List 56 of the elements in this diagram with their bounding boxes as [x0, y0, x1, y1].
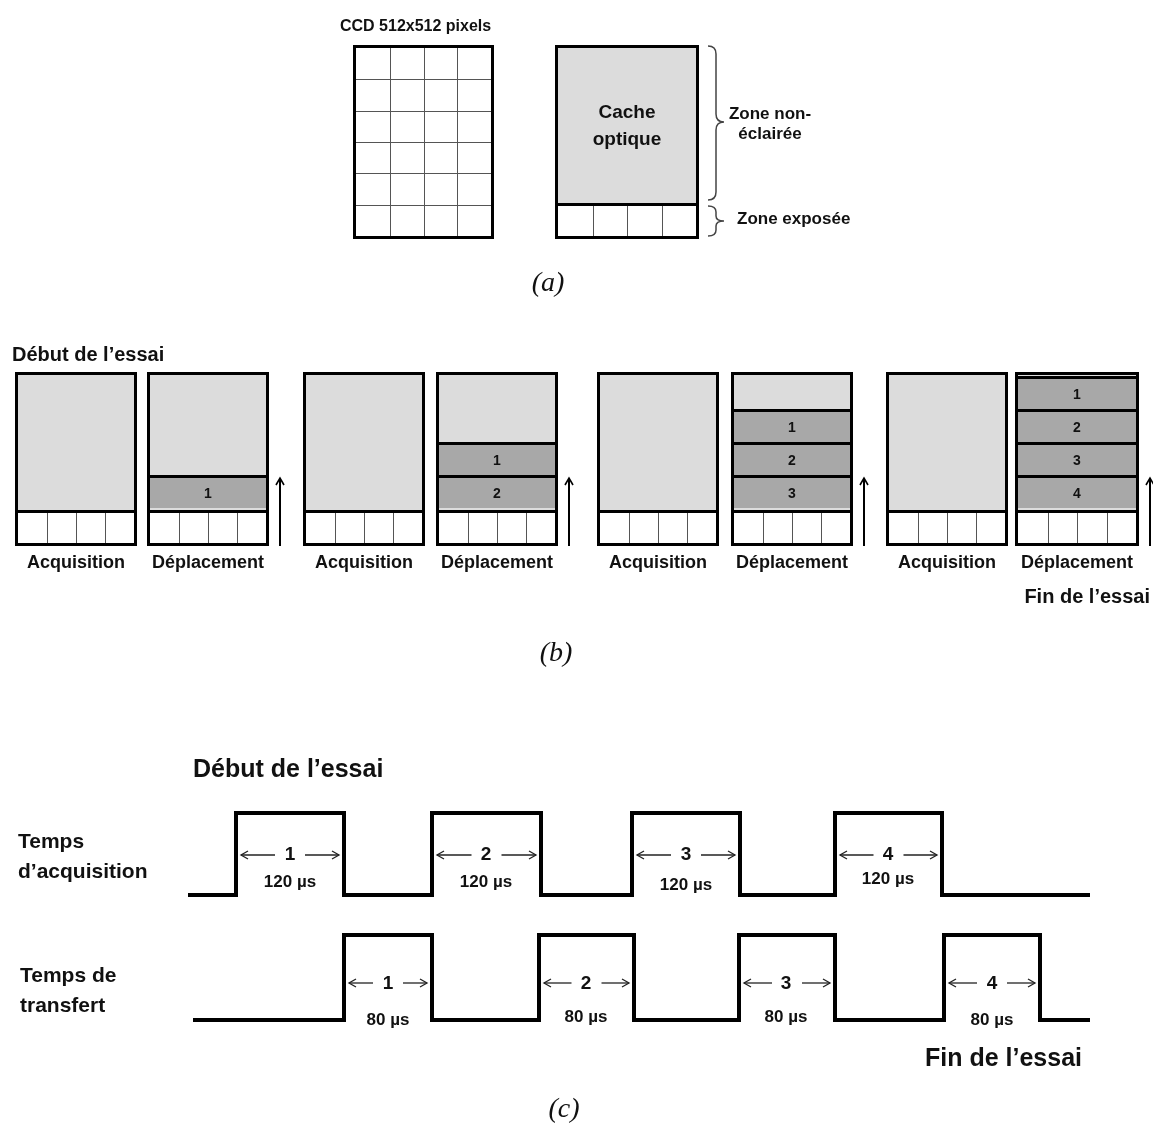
- numbered-band: 3: [734, 475, 850, 508]
- duration-label: 120 µs: [263, 872, 317, 892]
- sensor-frame: [555, 45, 699, 239]
- duration-label: 120 µs: [861, 869, 915, 889]
- panel-caption: (b): [539, 636, 573, 668]
- event-label: Fin de l’essai: [925, 1043, 1082, 1072]
- panel-caption: (c): [548, 1092, 580, 1124]
- step-label: Déplacement: [1021, 552, 1133, 573]
- duration-label: 80 µs: [764, 1007, 808, 1027]
- duration-label: 80 µs: [564, 1007, 608, 1027]
- step-label: Déplacement: [736, 552, 848, 573]
- numbered-band: 1: [734, 409, 850, 442]
- pulse-number: 4: [882, 843, 894, 865]
- signal-label: Temps de transfert: [20, 962, 118, 1019]
- sensor-frame: [597, 372, 719, 546]
- pulse-number: 4: [986, 972, 998, 994]
- pulse-number: 2: [480, 843, 492, 865]
- step-label: Acquisition: [27, 552, 125, 573]
- numbered-band: 3: [1018, 442, 1136, 475]
- event-label: Fin de l’essai: [1024, 585, 1150, 608]
- numbered-band: 2: [734, 442, 850, 475]
- step-label: Déplacement: [441, 552, 553, 573]
- numbered-band: 4: [1018, 475, 1136, 508]
- pulse-number: 3: [680, 843, 692, 865]
- step-label: Acquisition: [898, 552, 996, 573]
- duration-label: 120 µs: [459, 872, 513, 892]
- signal-label: Temps d’acquisition: [18, 828, 149, 885]
- sensor-frame: [147, 372, 269, 546]
- pulse-number: 1: [284, 843, 296, 865]
- pixel-grid: [353, 45, 494, 239]
- zone-label: Zone non-éclairée: [727, 104, 813, 144]
- pulse-number: 1: [382, 972, 394, 994]
- pulse-number: 3: [780, 972, 792, 994]
- sensor-frame: [886, 372, 1008, 546]
- event-label: Début de l’essai: [12, 343, 165, 366]
- numbered-band: 1: [1018, 376, 1136, 409]
- sensor-frame: [1015, 372, 1139, 546]
- zone-label: Zone exposée: [737, 209, 851, 229]
- sensor-frame: [15, 372, 137, 546]
- duration-label: 80 µs: [366, 1010, 410, 1030]
- step-label: Acquisition: [315, 552, 413, 573]
- numbered-band: 1: [150, 475, 266, 508]
- numbered-band: 2: [439, 475, 555, 508]
- sensor-frame: [731, 372, 853, 546]
- pulse-number: 2: [580, 972, 592, 994]
- sensor-frame: [436, 372, 558, 546]
- numbered-band: 1: [439, 442, 555, 475]
- duration-label: 80 µs: [970, 1010, 1014, 1030]
- duration-label: 120 µs: [659, 875, 713, 895]
- panel-caption: (a): [531, 266, 565, 298]
- sensor-frame: [303, 372, 425, 546]
- step-label: Déplacement: [152, 552, 264, 573]
- sensor-title: CCD 512x512 pixels: [340, 17, 492, 35]
- step-label: Acquisition: [609, 552, 707, 573]
- event-label: Début de l’essai: [193, 754, 384, 783]
- numbered-band: 2: [1018, 409, 1136, 442]
